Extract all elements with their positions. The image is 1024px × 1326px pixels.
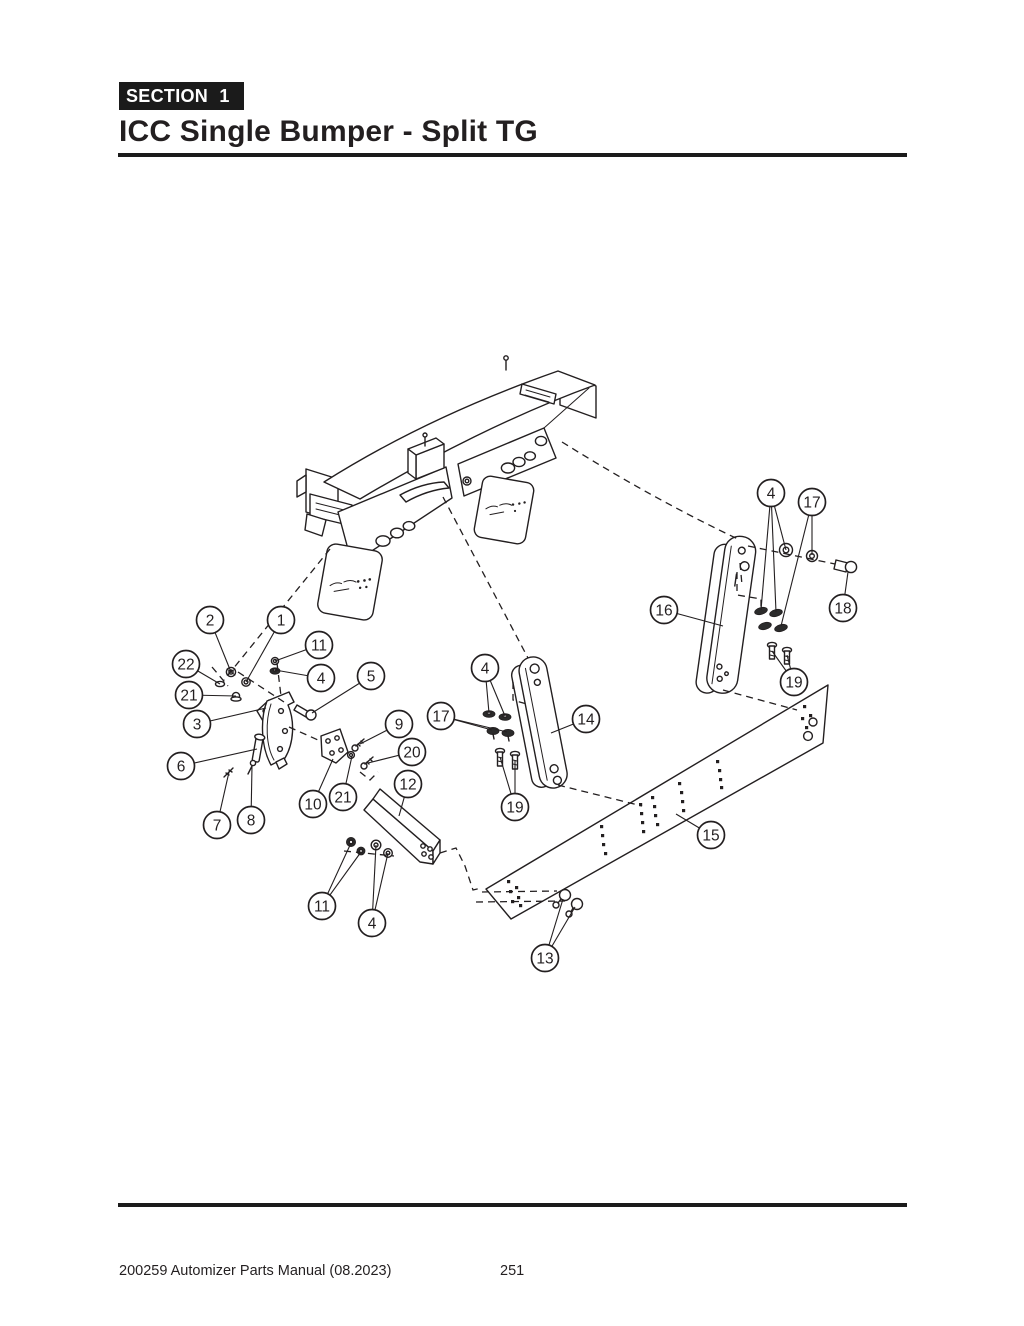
page-title: ICC Single Bumper - Split TG [119,115,538,148]
svg-text:19: 19 [785,675,802,692]
part-15-bumper-plate [485,684,829,920]
callout-18: 18 [828,593,858,623]
svg-text:8: 8 [247,813,256,830]
svg-text:21: 21 [334,790,351,807]
part-10-bracket [320,728,349,764]
footer-manual-reference: 200259 Automizer Parts Manual (08.2023) [119,1263,392,1279]
svg-text:6: 6 [177,759,186,776]
footer-page-number: 251 [500,1263,525,1279]
callout-15: 15 [696,820,726,850]
svg-text:12: 12 [399,777,416,794]
svg-text:20: 20 [403,745,421,762]
callout-17: 17 [426,701,456,731]
svg-text:1: 1 [277,613,286,630]
callout-21: 21 [328,782,358,812]
svg-text:18: 18 [834,601,851,618]
bumper-assembly [296,355,597,621]
callout-5: 5 [356,661,386,691]
svg-text:11: 11 [314,899,330,916]
svg-text:15: 15 [702,828,719,845]
section-badge: SECTION 1 [119,82,244,110]
part-14-arm [510,656,568,789]
part-12-channel-bar [363,788,441,865]
svg-text:21: 21 [180,688,197,705]
svg-text:4: 4 [767,486,776,503]
svg-text:3: 3 [193,717,202,734]
svg-text:10: 10 [304,797,322,814]
callout-4: 4 [470,653,500,683]
part-3-bracket [256,691,295,770]
svg-text:4: 4 [368,916,377,933]
callout-1: 1 [266,605,296,635]
svg-text:22: 22 [177,657,194,674]
callout-14: 14 [571,704,601,734]
footer-rule [118,1203,907,1207]
assembly-dashed-lines [211,441,836,903]
callout-4: 4 [756,478,786,508]
callout-17: 17 [797,487,827,517]
svg-text:17: 17 [803,495,820,512]
svg-text:19: 19 [506,800,523,817]
callout-21: 21 [174,680,204,710]
callout-11: 11 [304,630,334,660]
callout-4: 4 [306,663,336,693]
callout-3: 3 [182,709,212,739]
svg-text:5: 5 [367,669,376,686]
svg-text:11: 11 [311,638,327,655]
callout-7: 7 [202,810,232,840]
callout-20: 20 [397,737,427,767]
mud-flap-right [473,475,535,545]
callout-11: 11 [307,891,337,921]
mud-flap-left [317,543,383,621]
callout-4: 4 [357,908,387,938]
callout-2: 2 [195,605,225,635]
svg-text:4: 4 [317,671,326,688]
svg-text:2: 2 [206,613,215,630]
svg-text:16: 16 [655,603,672,620]
callout-19: 19 [779,667,809,697]
callout-10: 10 [298,789,328,819]
header-rule [118,153,907,157]
callout-9: 9 [384,709,414,739]
callout-6: 6 [166,751,196,781]
callout-19: 19 [500,792,530,822]
svg-text:17: 17 [432,709,449,726]
callout-8: 8 [236,805,266,835]
svg-text:14: 14 [577,712,595,729]
callout-13: 13 [530,943,560,973]
callout-16: 16 [649,595,679,625]
part-16-arm [695,535,757,694]
svg-text:9: 9 [395,717,404,734]
callout-22: 22 [171,649,201,679]
svg-text:7: 7 [213,818,222,835]
svg-text:4: 4 [481,661,490,678]
page-header: SECTION 1 ICC Single Bumper - Split TG [119,82,538,149]
callout-12: 12 [393,769,423,799]
svg-text:13: 13 [536,951,553,968]
